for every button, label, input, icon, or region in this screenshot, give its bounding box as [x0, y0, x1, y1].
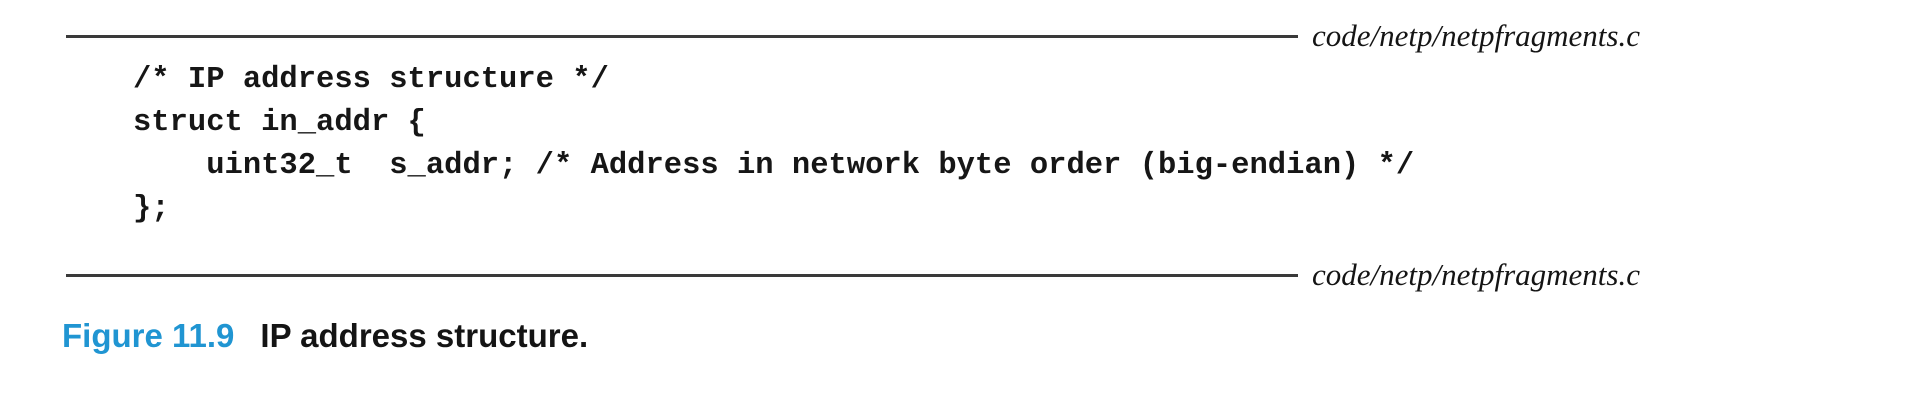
- code-line: /* IP address structure */: [133, 63, 609, 97]
- code-line: uint32_t s_addr; /* Address in network b…: [133, 149, 1415, 183]
- figure-caption-title: IP address structure.: [260, 317, 589, 354]
- figure-caption: Figure 11.9 IP address structure.: [62, 318, 588, 354]
- code-line: struct in_addr {: [133, 106, 426, 140]
- source-file-label-bottom: code/netp/netpfragments.c: [1312, 257, 1640, 292]
- bottom-rule: [66, 273, 1298, 277]
- figure-caption-label: Figure 11.9: [62, 317, 235, 354]
- code-line: };: [133, 192, 170, 226]
- code-block: /* IP address structure */ struct in_addr…: [133, 59, 1414, 231]
- top-rule: [66, 34, 1298, 38]
- code-listing-header: code/netp/netpfragments.c: [66, 16, 1640, 56]
- code-listing-footer: code/netp/netpfragments.c: [66, 255, 1640, 295]
- source-file-label-top: code/netp/netpfragments.c: [1312, 18, 1640, 53]
